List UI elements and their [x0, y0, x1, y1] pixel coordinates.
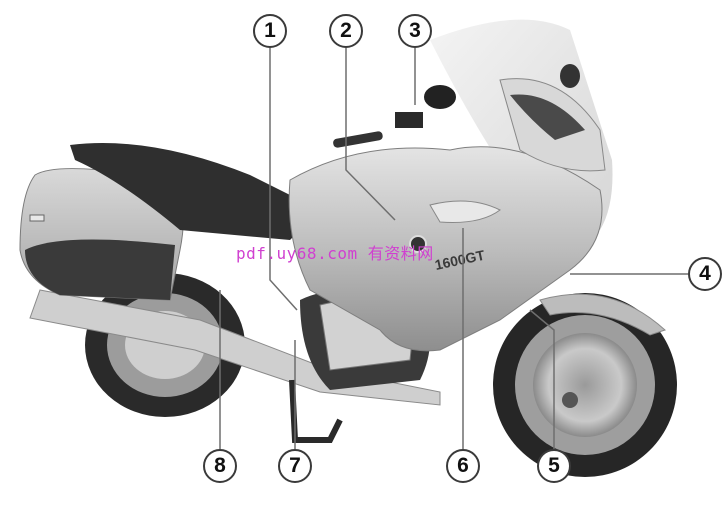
mirror-left: [424, 85, 456, 109]
leader-line-5: [529, 309, 555, 449]
side-case: [19, 168, 184, 301]
side-panel: [429, 200, 501, 223]
center-stand: [289, 379, 343, 443]
headlight: [510, 94, 585, 140]
watermark-text: pdf.uy68.com 有资料网: [236, 244, 434, 263]
seat: [70, 143, 320, 240]
callout-1: 1: [253, 14, 287, 48]
callout-6: 6: [446, 449, 480, 483]
leader-line-1: [269, 48, 298, 311]
brand-logo: [409, 235, 427, 253]
callout-7: 7: [278, 449, 312, 483]
front-fender: [539, 293, 666, 336]
fairing: [288, 146, 603, 352]
callout-3: 3: [398, 14, 432, 48]
leader-line-2: [345, 48, 396, 221]
callout-5: 5: [537, 449, 571, 483]
callout-4: 4: [688, 257, 722, 291]
callout-2: 2: [329, 14, 363, 48]
leader-lines: [219, 48, 688, 449]
callout-8: 8: [203, 449, 237, 483]
front-wheel: [493, 293, 677, 477]
mirror-right: [560, 64, 580, 88]
